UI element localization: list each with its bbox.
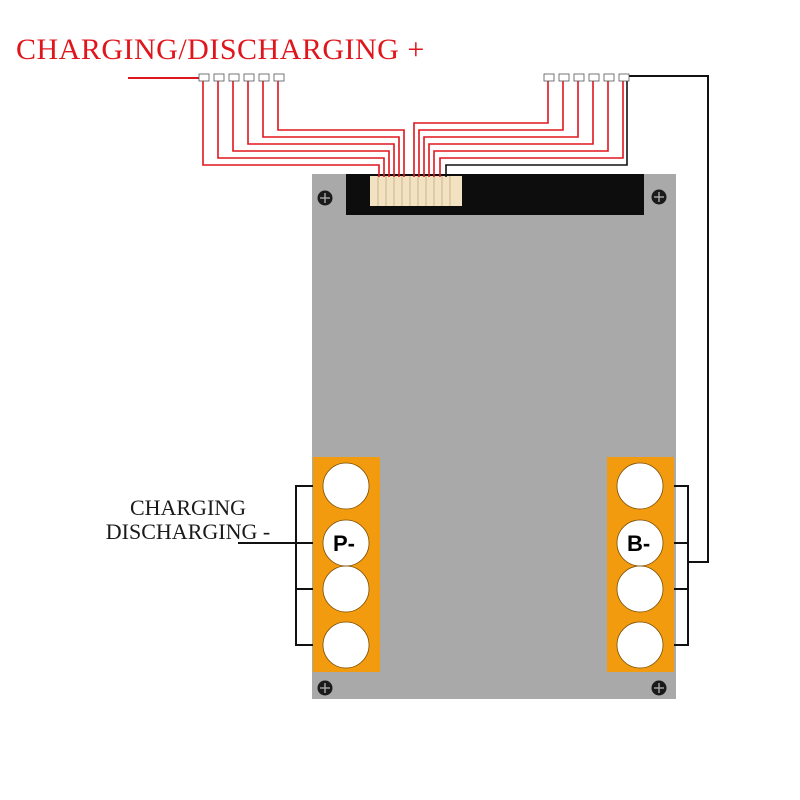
b-minus-pad-label: B- [627, 531, 651, 556]
p-minus-terminal-hole [322, 462, 370, 510]
cell-tap-markers [198, 73, 630, 82]
screw-hole-icon [317, 190, 333, 206]
p-minus-terminal-hole [322, 621, 370, 669]
screw-hole-icon [317, 680, 333, 696]
balance-connector-pins [370, 176, 462, 206]
p-minus-bracket-wires [238, 485, 313, 646]
p-minus-terminal-hole [322, 565, 370, 613]
balance-pin-dividers [377, 176, 451, 206]
balance-wires-left [202, 78, 405, 177]
b-minus-terminal-hole [616, 621, 664, 669]
b-minus-terminal-hole [616, 462, 664, 510]
charging-discharging-positive-label: CHARGING/DISCHARGING + [16, 33, 425, 66]
balance-wires-right [413, 78, 624, 177]
charging-discharging-negative-label: CHARGING DISCHARGING - [78, 496, 298, 544]
screw-hole-icon [651, 189, 667, 205]
negative-label-line2: DISCHARGING - [105, 519, 271, 544]
b-minus-terminal-hole [616, 565, 664, 613]
p-minus-pad-label: P- [333, 531, 355, 556]
screw-hole-icon [651, 680, 667, 696]
negative-label-line1: CHARGING [129, 495, 247, 520]
b-minus-bracket-wires [674, 485, 689, 646]
balance-wire-negative [445, 78, 628, 177]
battery-negative-wire [627, 75, 709, 563]
